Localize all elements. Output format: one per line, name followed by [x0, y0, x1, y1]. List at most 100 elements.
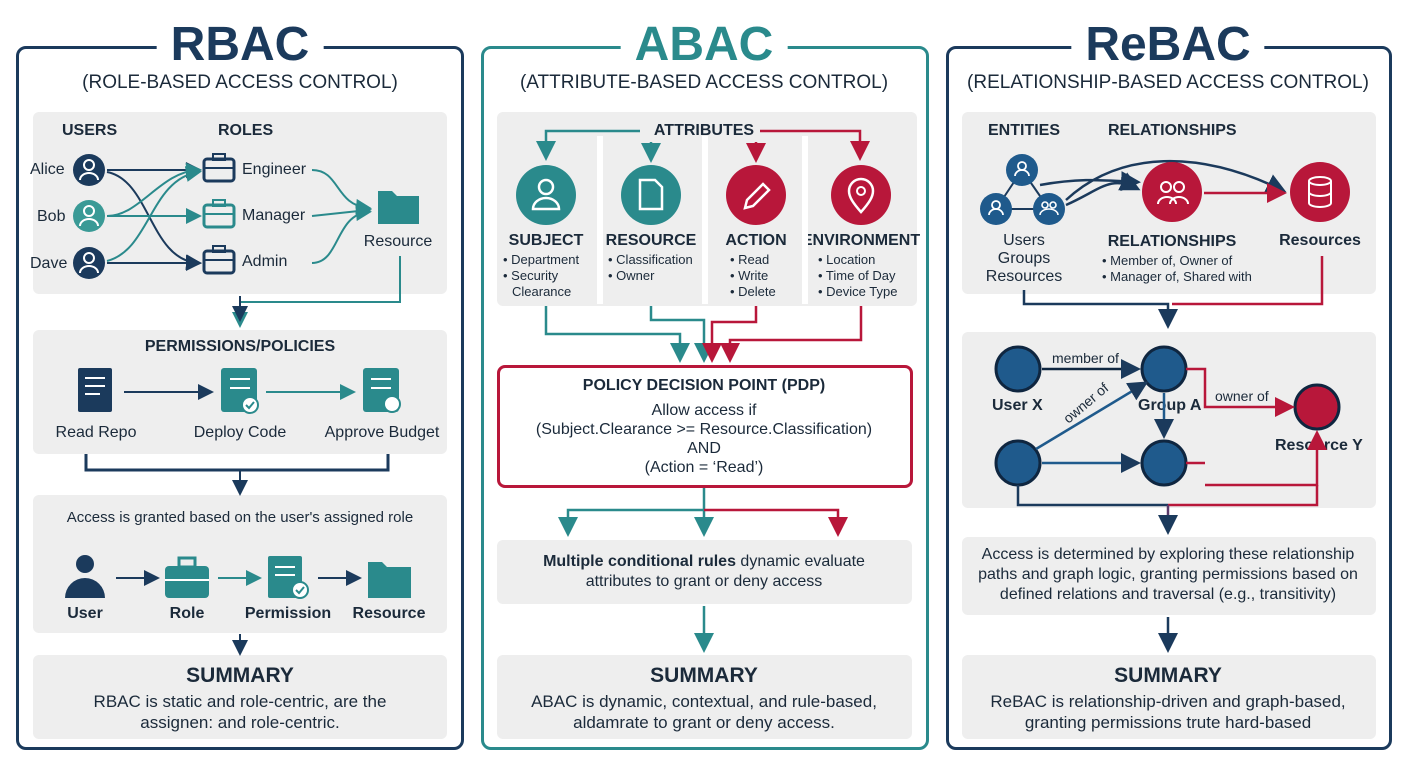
rbac-users-header: USERS [62, 122, 118, 139]
abac-rules-line-2: attributes to grant or deny access [585, 573, 823, 590]
folder-icon-resource [378, 191, 419, 224]
pdp-line-1: Allow access if [651, 402, 757, 419]
attr-resource-name: RESOURCE [605, 232, 697, 249]
relationship-item-1: • Member of, Owner of [1102, 253, 1233, 268]
perm-label-approve-budget: Approve Budget [324, 424, 440, 441]
rebac-summary-title: SUMMARY [1114, 664, 1222, 687]
attr-environment-item-2: • Time of Day [818, 268, 896, 283]
user-icon-flow [65, 555, 105, 598]
abac-summary-box [497, 655, 912, 739]
attr-action-name: ACTION [725, 232, 787, 249]
graph-edge-owner-of-2: owner of [1215, 388, 1269, 404]
graph-node-bottom-left [994, 439, 1042, 487]
rebac-summary-box [962, 655, 1376, 739]
rebac-summary-line-1: ReBAC is relationship-driven and graph-b… [990, 692, 1346, 711]
abac-rules-bold: Multiple conditional rules [543, 553, 736, 570]
perm-label-deploy-code: Deploy Code [193, 424, 287, 441]
entity-line-groups: Groups [997, 250, 1051, 267]
rbac-title: RBAC [156, 18, 324, 72]
attributes-to-pdp-arrows [544, 306, 863, 363]
entities-to-relationships-arrows [1039, 160, 1287, 207]
abac-summary-line-1: ABAC is dynamic, contextual, and rule-ba… [531, 692, 877, 711]
rebac-relationships-header: RELATIONSHIPS [1108, 122, 1237, 139]
user-icon-alice [73, 154, 105, 186]
flow-label-role: Role [169, 605, 205, 622]
rebac-caption-line-2: paths and graph logic, granting permissi… [978, 566, 1358, 583]
pdp-line-2: (Subject.Clearance >= Resource.Classific… [535, 421, 873, 438]
rebac-title: ReBAC [1071, 18, 1265, 72]
abac-subtitle: (ATTRIBUTE-BASED ACCESS CONTROL) [519, 72, 889, 93]
user-label-dave: Dave [30, 255, 68, 272]
attr-environment-item-1: • Location [818, 252, 876, 267]
attr-column-dividers [597, 136, 808, 304]
graph-node-group-a [1140, 345, 1188, 393]
entity-line-users: Users [1003, 232, 1045, 249]
user-label-alice: Alice [30, 161, 65, 178]
user-label-bob: Bob [37, 208, 66, 225]
folder-icon-flow [368, 562, 411, 598]
relationship-item-2: • Manager of, Shared with [1102, 269, 1252, 284]
rbac-summary-title: SUMMARY [186, 664, 294, 687]
rebac-entities-header: ENTITIES [988, 122, 1061, 139]
abac-rules-line-1: Multiple conditional rules dynamic evalu… [543, 552, 865, 571]
document-icon-resource [621, 165, 681, 225]
attr-arrow-environment [760, 129, 870, 161]
rebac-caption-line-1: Access is determined by exploring these … [981, 546, 1355, 563]
rbac-subtitle: (ROLE-BASED ACCESS CONTROL) [82, 72, 398, 93]
attr-subject-item-3: Clearance [512, 284, 572, 299]
pdp-line-4: (Action = ‘Read’) [644, 459, 764, 476]
pencil-icon-action [726, 165, 786, 225]
rbac-resource-label: Resource [363, 233, 433, 250]
graph-node-resource-y [1293, 383, 1341, 431]
graph-node-user-x [994, 345, 1042, 393]
abac-title: ABAC [620, 18, 788, 72]
rbac-permissions-header: PERMISSIONS/POLICIES [144, 338, 336, 355]
attr-resource-item-1: • Classification [608, 252, 693, 267]
attr-subject-item-1: • Department [503, 252, 580, 267]
rbac-roles-header: ROLES [218, 122, 274, 139]
role-label-admin: Admin [242, 253, 288, 270]
permission-doc-icon-flow [268, 556, 309, 599]
role-label-engineer: Engineer [242, 161, 307, 178]
user-role-arrows [106, 162, 202, 271]
attr-environment-name: ENVIRONMENT [801, 232, 921, 249]
user-icon-dave [73, 247, 105, 279]
graph-node-bottom-center [1140, 439, 1188, 487]
certificate-icon-approve-budget [363, 368, 401, 413]
briefcase-icon-engineer [202, 153, 236, 183]
abac-summary-title: SUMMARY [650, 664, 758, 687]
pdp-to-rules-arrows [558, 488, 848, 537]
graph-label-user-x: User X [992, 397, 1043, 414]
graph-label-group-a: Group A [1138, 397, 1202, 414]
attr-action-item-2: • Write [730, 268, 769, 283]
attr-action-item-3: • Delete [730, 284, 776, 299]
briefcase-icon-flow [165, 556, 209, 598]
attr-subject-item-2: • Security [503, 268, 559, 283]
rebac-relationships-label: RELATIONSHIPS [1107, 233, 1237, 250]
rbac-summary-line-1: RBAC is static and role-centric, are the [93, 692, 387, 711]
perm-label-read-repo: Read Repo [55, 424, 137, 441]
entity-line-resources: Resources [985, 268, 1063, 285]
briefcase-icon-manager [202, 199, 236, 229]
rebac-summary-line-2: granting permissions trute hard-based [1024, 713, 1312, 732]
perm-bracket [84, 454, 390, 472]
graph-edges [1016, 359, 1327, 507]
abac-summary-line-2: aldamrate to grant or deny access. [573, 713, 835, 732]
rbac-summary-line-2: assignen: and role-centric. [140, 713, 340, 732]
rebac-caption-box [962, 537, 1376, 615]
user-icon-bob [73, 200, 105, 232]
document-icon-read-repo [78, 368, 112, 412]
attr-arrow-subject [536, 129, 640, 161]
attr-action-item-1: • Read [730, 252, 770, 267]
person-icon-subject [516, 165, 576, 225]
role-resource-arrows [311, 169, 372, 264]
role-label-manager: Manager [242, 207, 306, 224]
flow-label-resource: Resource [352, 605, 426, 622]
abac-rules-box [497, 540, 912, 604]
pdp-box [497, 365, 913, 488]
briefcase-icon-admin [202, 245, 236, 275]
pdp-title: POLICY DECISION POINT (PDP) [582, 377, 826, 394]
rebac-caption-line-3: defined relations and traversal (e.g., t… [999, 586, 1337, 603]
pdp-line-3: AND [687, 440, 721, 457]
flow-label-user: User [67, 605, 103, 622]
